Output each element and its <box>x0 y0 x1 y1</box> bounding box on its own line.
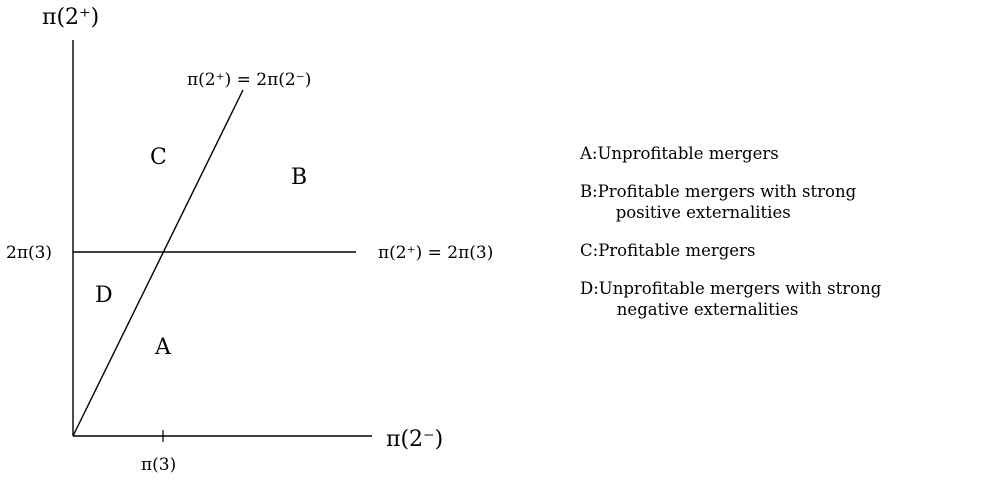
horizontal-line-label: π(2⁺) = 2π(3) <box>378 243 493 263</box>
diagonal-boundary-line <box>72 89 244 437</box>
legend-description: Profitable mergers with strong positive … <box>598 181 1000 223</box>
legend-description: Unprofitable mergers with strong negativ… <box>599 278 1000 320</box>
diagonal-line-label: π(2⁺) = 2π(2⁻) <box>187 70 311 90</box>
y-tick-label: 2π(3) <box>6 243 52 263</box>
x-axis-title: π(2⁻) <box>386 427 443 452</box>
legend: A: Unprofitable mergers B: Profitable me… <box>580 143 1000 337</box>
legend-description: Profitable mergers <box>598 240 1000 261</box>
legend-key: D: <box>580 279 599 298</box>
legend-line: Profitable mergers with strong <box>597 182 857 201</box>
legend-line: Unprofitable mergers <box>597 144 779 163</box>
region-label-b: B <box>291 165 307 190</box>
legend-key: A: <box>580 144 598 163</box>
y-axis-title: π(2⁺) <box>42 5 99 30</box>
x-tick-label: π(3) <box>141 455 176 475</box>
region-label-a: A <box>154 335 172 360</box>
legend-key: B: <box>580 182 598 201</box>
legend-line: Unprofitable mergers with strong <box>598 279 882 298</box>
legend-line: negative externalities <box>616 300 799 319</box>
legend-item-b: B: Profitable mergers with strong positi… <box>580 181 1000 223</box>
legend-line: Profitable mergers <box>598 241 756 260</box>
region-label-d: D <box>95 283 113 308</box>
legend-key: C: <box>580 241 599 260</box>
legend-item-c: C: Profitable mergers <box>580 240 1000 261</box>
legend-item-d: D: Unprofitable mergers with strong nega… <box>580 278 1000 320</box>
legend-line: positive externalities <box>615 203 791 222</box>
legend-item-a: A: Unprofitable mergers <box>580 143 1000 164</box>
legend-description: Unprofitable mergers <box>597 143 1000 164</box>
region-label-c: C <box>150 145 167 170</box>
